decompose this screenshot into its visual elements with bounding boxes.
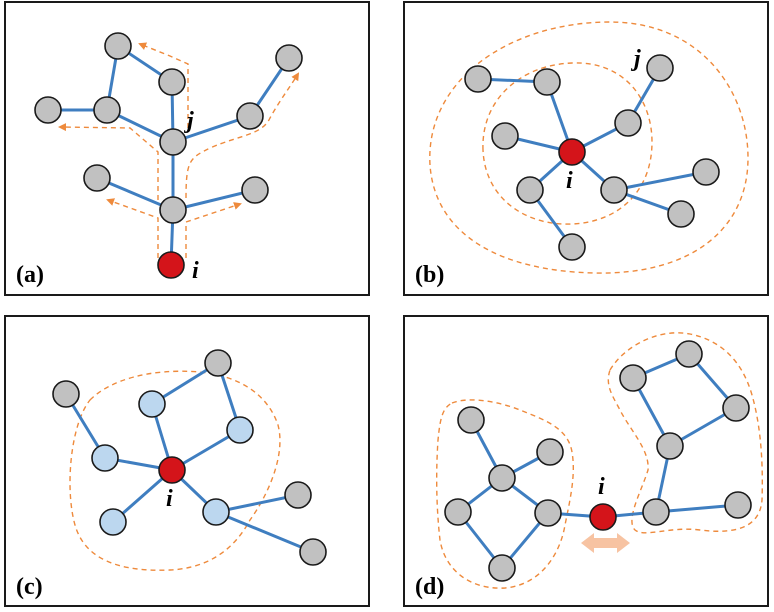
node [275, 44, 303, 72]
one-hop-boundary [482, 62, 653, 225]
node [558, 233, 586, 261]
neighbor-node [91, 444, 119, 472]
edge [214, 493, 300, 514]
node [464, 65, 492, 93]
node [667, 200, 695, 228]
edge [214, 510, 315, 554]
node [93, 96, 121, 124]
node [457, 406, 485, 434]
node [236, 102, 264, 130]
node [656, 432, 684, 460]
panel-d-label: (d) [415, 574, 444, 600]
community-boundary-right [607, 332, 764, 534]
node [722, 394, 750, 422]
panel-c-nodes [52, 349, 327, 566]
node [491, 122, 519, 150]
walk-path [138, 42, 189, 128]
node [83, 164, 111, 192]
neighbor-node [226, 416, 254, 444]
node [516, 176, 544, 204]
node-i-label: i [166, 486, 173, 512]
panel-b-nodes [464, 54, 720, 261]
panel-b: i j (b) [403, 1, 769, 296]
neighborhood-boundary [69, 370, 281, 571]
node-i-label: i [192, 258, 199, 284]
node [533, 68, 561, 96]
node [159, 196, 187, 224]
node [724, 491, 752, 519]
node [52, 380, 80, 408]
neighbor-node [99, 508, 127, 536]
panel-a-label: (a) [16, 262, 44, 288]
panel-d: i (d) [403, 315, 769, 607]
node-i [558, 138, 586, 166]
panel-c: i (c) [4, 315, 370, 607]
node-i [589, 503, 617, 531]
node [158, 68, 186, 96]
node [488, 554, 516, 582]
node-j-label: j [183, 108, 194, 134]
walk-path [58, 123, 159, 200]
node [104, 32, 132, 60]
community-boundary-left [436, 399, 575, 589]
neighbor-node [138, 390, 166, 418]
panel-a: i j (a) [4, 1, 370, 296]
panel-d-nodes [444, 340, 752, 582]
neighbor-node [202, 498, 230, 526]
node [536, 438, 564, 466]
panel-b-label: (b) [415, 262, 444, 288]
panel-b-frame [403, 1, 769, 296]
panel-a-frame [4, 1, 370, 296]
node [241, 176, 269, 204]
node [642, 498, 670, 526]
edge [171, 188, 257, 212]
node-i [157, 251, 185, 279]
node [204, 349, 232, 377]
node [614, 109, 642, 137]
node [444, 498, 472, 526]
node [675, 340, 703, 368]
panel-a-nodes [34, 32, 303, 279]
double-arrow [581, 533, 630, 553]
node [692, 158, 720, 186]
node-j [159, 128, 187, 156]
walk-path [106, 198, 159, 258]
node-i-label: i [598, 474, 605, 500]
panel-a-walk-paths [58, 42, 300, 258]
panel-d-frame [403, 315, 769, 607]
node [534, 499, 562, 527]
walk-path [185, 72, 300, 199]
node-i [158, 456, 186, 484]
panel-c-label: (c) [16, 574, 43, 600]
two-hop-boundary [429, 21, 749, 274]
node [600, 176, 628, 204]
node [488, 464, 516, 492]
node [619, 364, 647, 392]
node-i-label: i [566, 168, 573, 194]
node-j-label: j [630, 46, 641, 72]
node [284, 481, 312, 509]
walk-path [185, 202, 242, 258]
edge [612, 170, 708, 192]
node-j [646, 54, 674, 82]
node [34, 96, 62, 124]
node [299, 538, 327, 566]
